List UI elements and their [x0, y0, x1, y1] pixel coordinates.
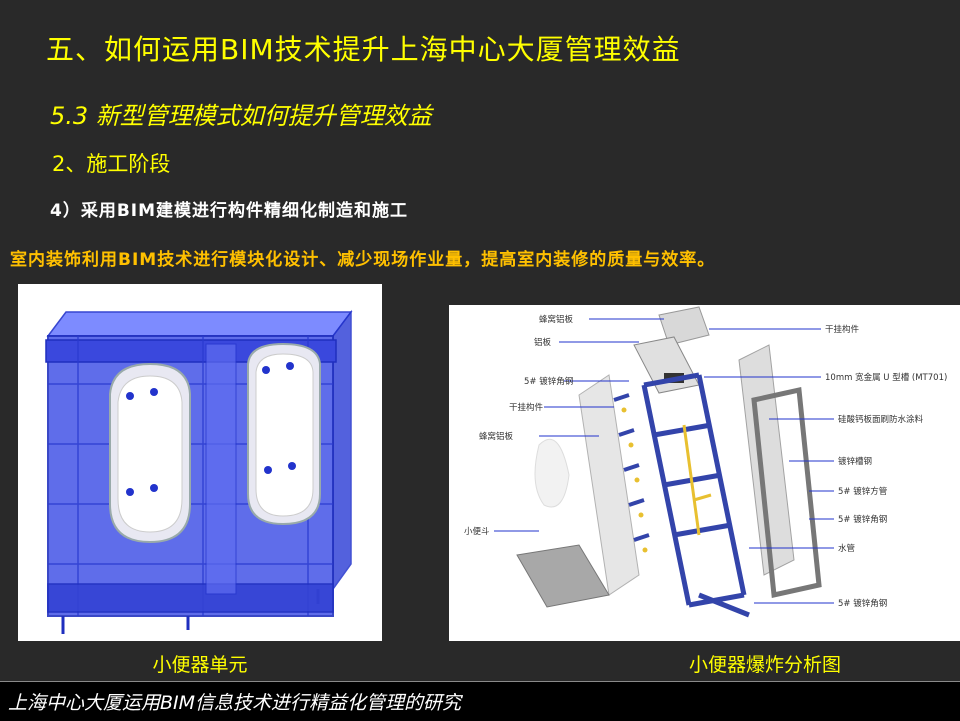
- label-angle-steel-mid: 5# 镀锌角钢: [838, 514, 887, 525]
- label-angle-steel-top: 5# 镀锌角钢: [524, 376, 573, 387]
- label-water-pipe: 水管: [838, 543, 855, 554]
- urinal-unit-image: [18, 284, 382, 641]
- caption-exploded-diagram: 小便器爆炸分析图: [688, 654, 841, 676]
- label-honeycomb-left: 蜂窝铝板: [479, 431, 514, 442]
- urinal-unit-illustration: [45, 309, 353, 634]
- subsection-heading: 4）采用BIM建模进行构件精细化制造和施工: [50, 201, 409, 221]
- label-hanging-part-left: 干挂构件: [509, 402, 544, 413]
- caption-urinal-unit: 小便器单元: [152, 654, 248, 676]
- urinal-right-shape: [247, 342, 321, 526]
- label-u-channel: 10mm 宽金属 U 型槽 (MT701): [825, 372, 947, 383]
- slide-subtitle: 5.3 新型管理模式如何提升管理效益: [50, 102, 432, 130]
- label-angle-steel-bottom: 5# 镀锌角钢: [838, 598, 887, 609]
- label-channel-steel: 镀锌槽钢: [838, 456, 872, 467]
- footer-text: 上海中心大厦运用BIM信息技术进行精益化管理的研究: [8, 692, 462, 714]
- label-hanging-part-right: 干挂构件: [825, 324, 860, 335]
- label-square-tube: 5# 镀锌方管: [838, 486, 887, 497]
- urinal-exploded-diagram: 蜂窝铝板 铝板 5# 镀锌角钢 干挂构件 蜂窝铝板 小便斗 干挂构件 10mm …: [449, 305, 960, 641]
- exploded-diagram-illustration: 蜂窝铝板 铝板 5# 镀锌角钢 干挂构件 蜂窝铝板 小便斗 干挂构件 10mm …: [464, 306, 947, 618]
- label-urinal: 小便斗: [464, 526, 490, 537]
- label-honeycomb-top: 蜂窝铝板: [539, 314, 574, 325]
- label-aluminum-plate: 铝板: [534, 337, 552, 348]
- description-text: 室内装饰利用BIM技术进行模块化设计、减少现场作业量，提高室内装修的质量与效率。: [10, 250, 716, 270]
- section-heading: 2、施工阶段: [52, 152, 171, 176]
- footer-bar: [0, 681, 960, 721]
- slide-title: 五、如何运用BIM技术提升上海中心大厦管理效益: [46, 33, 681, 66]
- label-calcium-board: 硅酸钙板面刷防水涂料: [838, 414, 924, 425]
- urinal-left-shape: [109, 362, 191, 544]
